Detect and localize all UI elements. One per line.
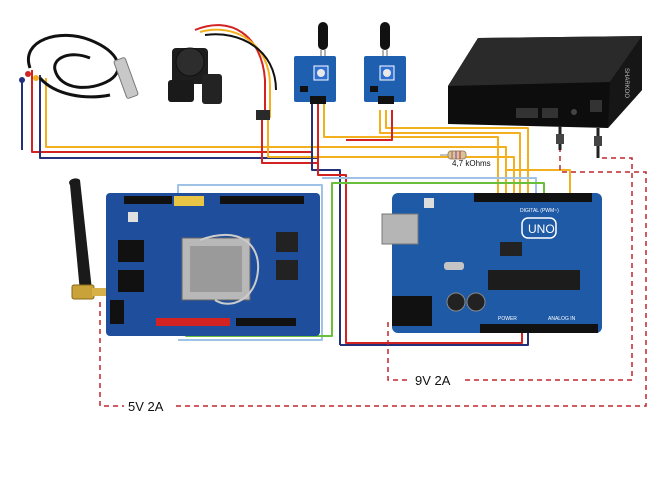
wire-9v [387, 157, 633, 381]
wire-temp-blue [39, 75, 318, 159]
wire-flame1-yellow [323, 100, 499, 193]
uno-logo: UNO [528, 222, 555, 236]
resistor: 4,7 kOhms [440, 150, 491, 168]
dashed-power-wires [99, 150, 647, 407]
flame-sensor-2 [364, 22, 406, 104]
wire-lightblue-2 [322, 177, 537, 193]
power-labels: 9V 2A 5V 2A [124, 371, 462, 415]
router-brand-label: SHARKOO [623, 68, 629, 98]
gsm-shield [106, 193, 320, 336]
router-device: SHARKOO [448, 36, 642, 158]
wire-flame2-yellow [385, 110, 529, 193]
wire-5v [99, 150, 647, 407]
uno-digital-label: DIGITAL (PWM~) [520, 208, 559, 214]
solid-wires [21, 70, 571, 346]
wire-lightblue-1 [177, 184, 323, 341]
resistor-label: 4,7 kOhms [452, 159, 491, 168]
power-9v-label: 9V 2A [415, 373, 451, 388]
wire-flow-red [261, 118, 318, 164]
temperature-probe [19, 33, 139, 99]
wire-yellow-top [506, 169, 571, 178]
wire-flow-yellow [267, 118, 515, 193]
wire-temp-red [31, 70, 312, 153]
wire-blue-gnd [340, 332, 529, 346]
wire-flame1-red [317, 100, 523, 344]
uno-power-label: POWER [498, 316, 517, 322]
wire-temp-yellow [45, 78, 507, 193]
uno-analog-label: ANALOG IN [548, 316, 576, 322]
arduino-uno: UNO DIGITAL (PWM~) POWER ANALOG IN [381, 193, 602, 333]
power-5v-label: 5V 2A [128, 399, 164, 414]
flow-sensor [168, 24, 277, 120]
wire-flame2-red [346, 110, 393, 141]
wire-flame1-blue [311, 100, 341, 345]
wire-flame2-blue [379, 110, 521, 193]
flame-sensor-1 [294, 22, 336, 104]
gsm-antenna [69, 178, 106, 300]
